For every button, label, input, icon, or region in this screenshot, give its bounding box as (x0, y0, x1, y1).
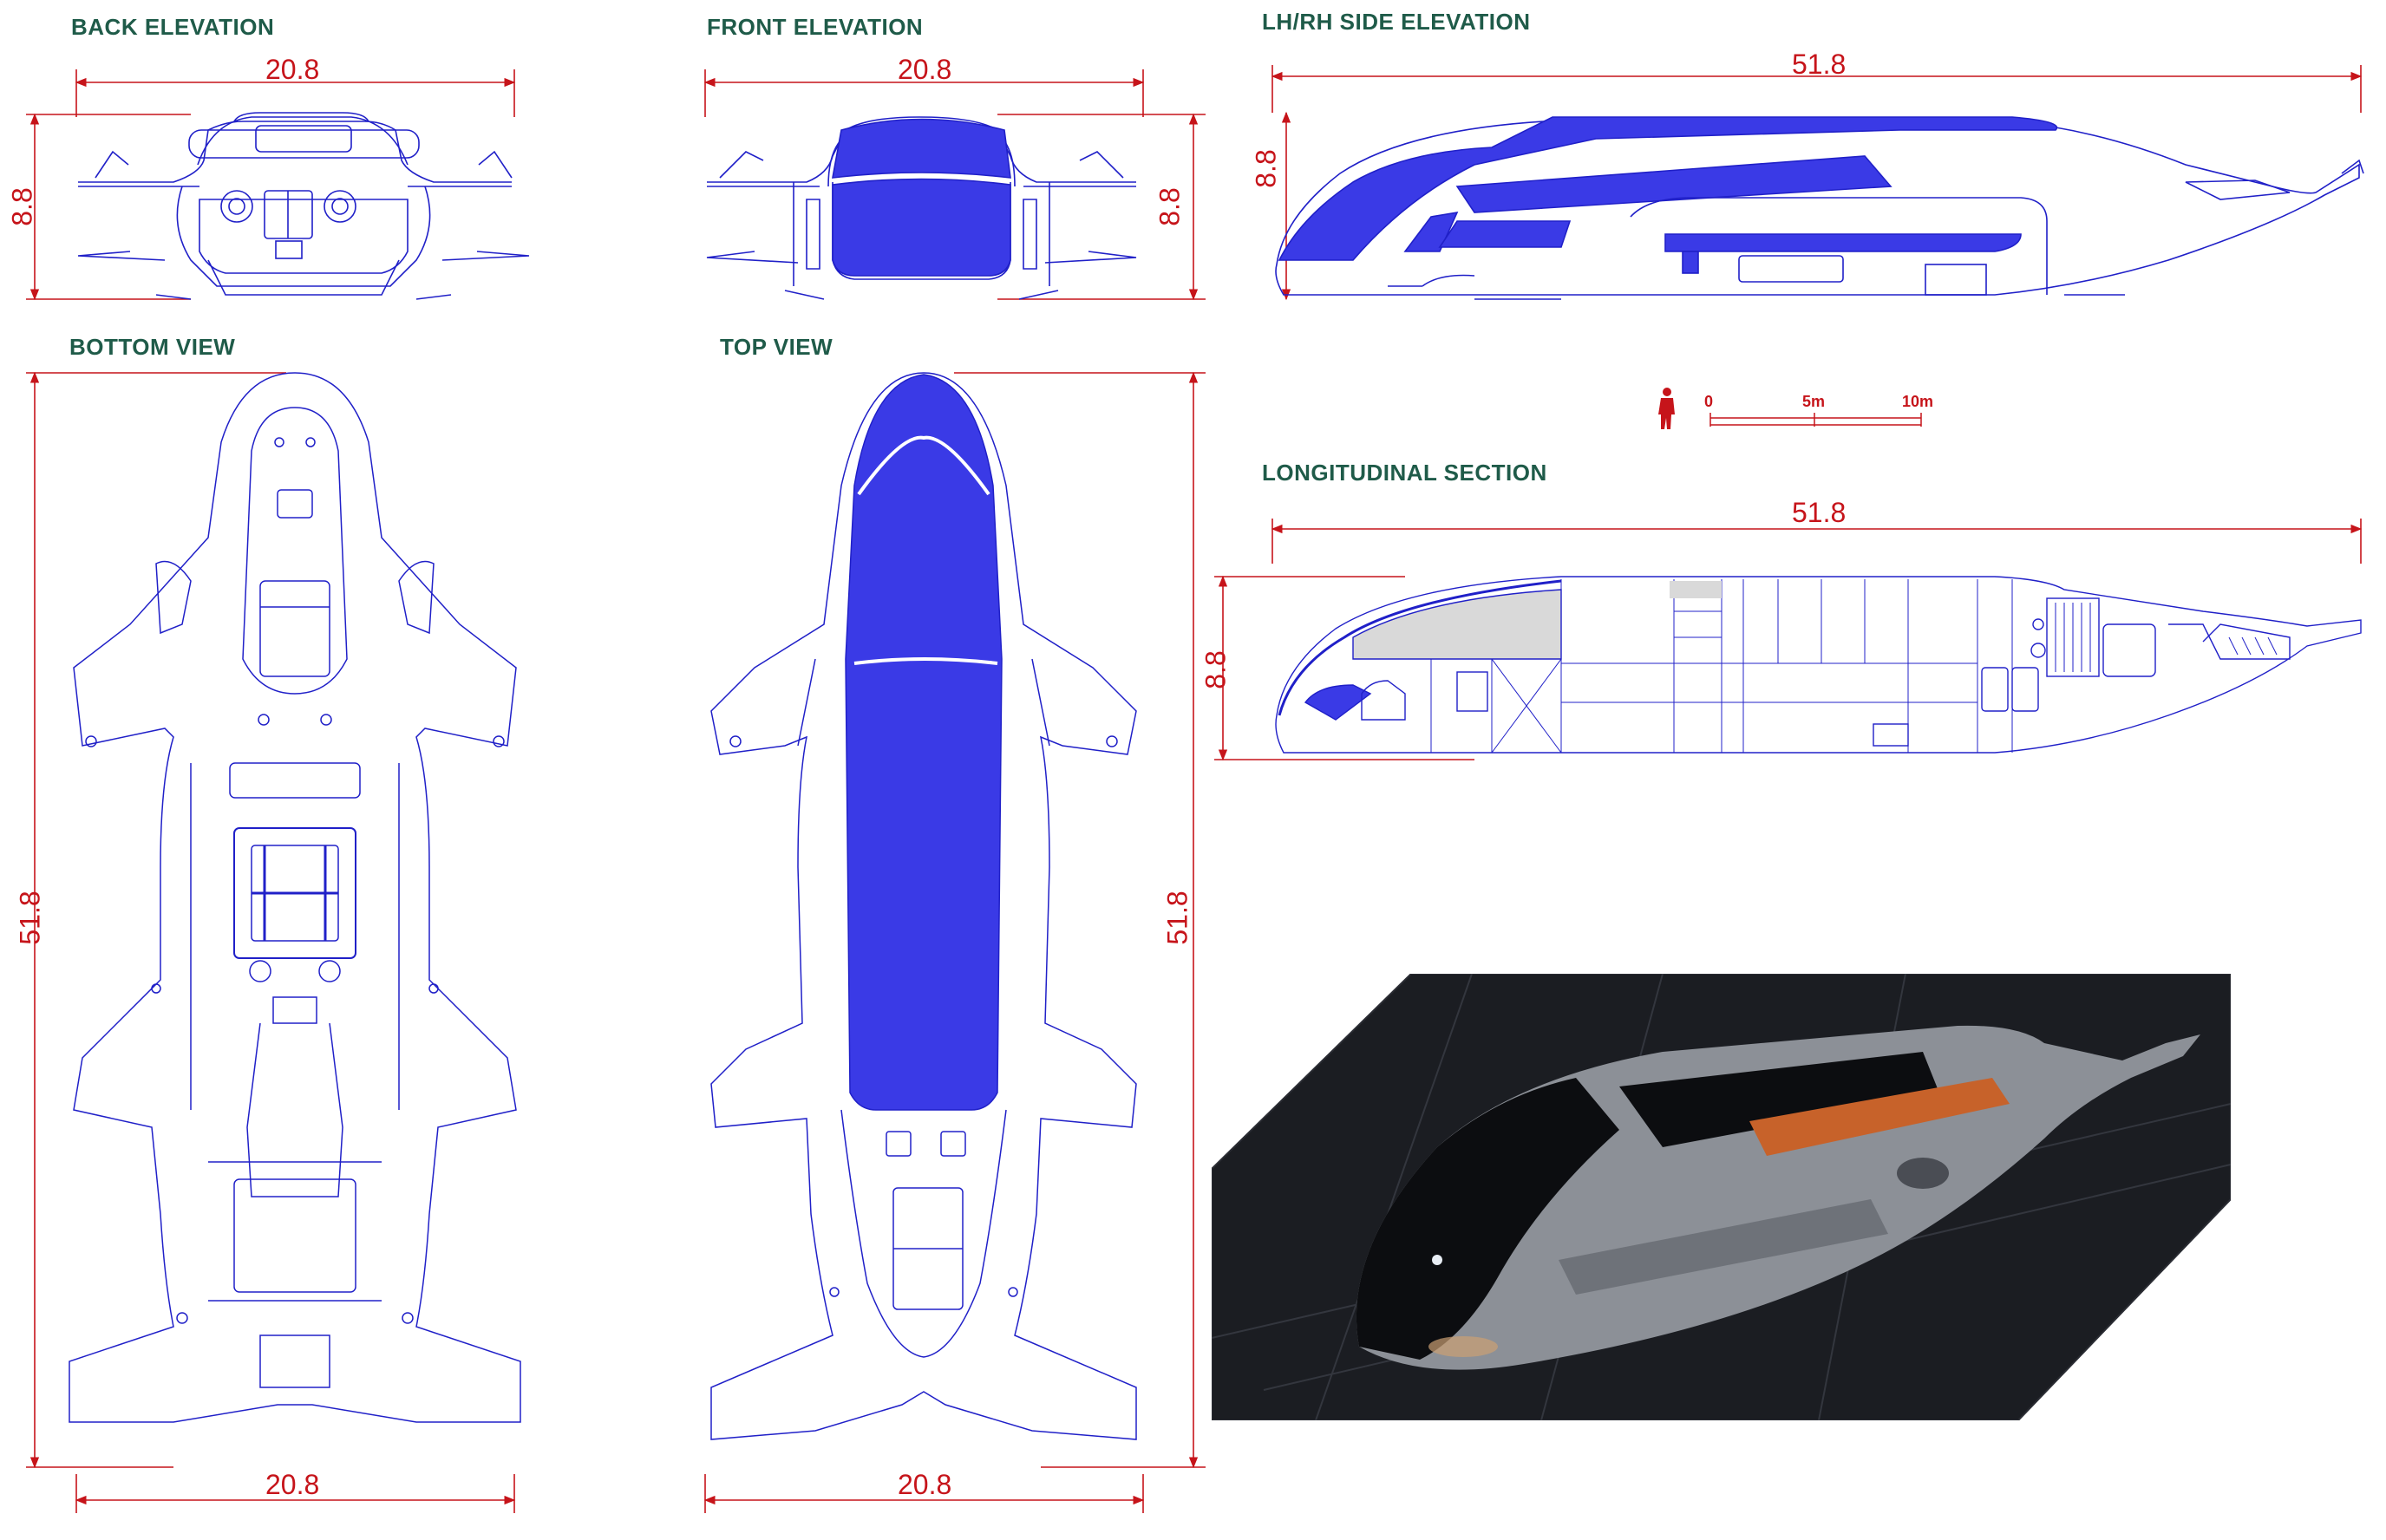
front-elevation-drawing (706, 116, 1137, 300)
human-scale-figure (1658, 388, 1675, 429)
scale-label-0: 0 (1704, 393, 1714, 410)
bottom-view-title: BOTTOM VIEW (69, 334, 236, 360)
back-elevation-drawing (77, 112, 530, 300)
dimension-lines (26, 65, 2363, 1513)
bottom-view-width-dim: 20.8 (265, 1469, 320, 1500)
top-view-width-dim: 20.8 (898, 1469, 952, 1500)
top-view-title: TOP VIEW (720, 334, 833, 360)
back-elevation-title: BACK ELEVATION (71, 14, 275, 40)
ship-render-svg (1211, 973, 2232, 1421)
ship-render-image (1211, 973, 2232, 1421)
side-elevation-drawing (1275, 116, 2364, 300)
front-elevation-title: FRONT ELEVATION (707, 14, 924, 40)
top-view-drawing (710, 372, 1137, 1440)
side-elevation-title: LH/RH SIDE ELEVATION (1262, 9, 1531, 35)
scale-label-10m: 10m (1902, 393, 1934, 410)
bottom-view-drawing (69, 372, 521, 1423)
longitudinal-section-length-dim: 51.8 (1792, 497, 1847, 528)
scale-label-5m: 5m (1802, 393, 1826, 410)
scale-bar (1709, 413, 1922, 427)
longitudinal-section-drawing (1275, 576, 2362, 754)
longitudinal-section-title: LONGITUDINAL SECTION (1262, 460, 1547, 486)
